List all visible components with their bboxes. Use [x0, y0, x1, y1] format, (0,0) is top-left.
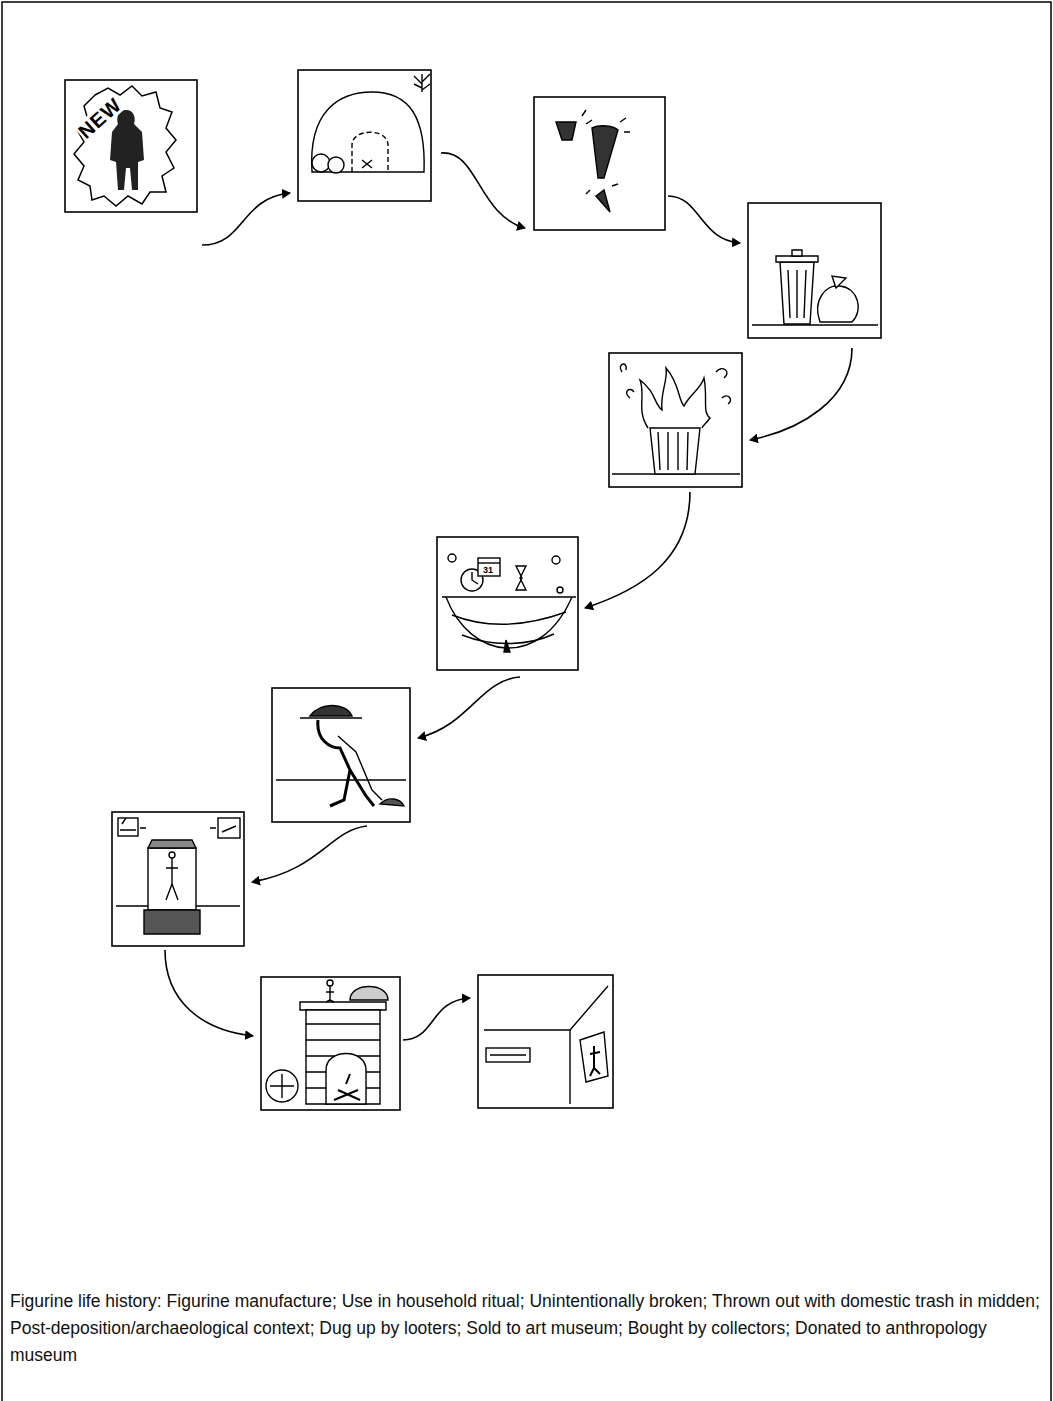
panel-frames: [65, 70, 881, 1110]
trash-drawing: [752, 250, 878, 325]
deposition-drawing: [442, 554, 576, 652]
museum-display-drawing: [116, 818, 240, 934]
figure-caption: Figurine life history: Figurine manufact…: [10, 1288, 1040, 1369]
collector-fireplace-drawing: [266, 980, 388, 1104]
burning-drawing: [612, 364, 740, 474]
calendar-date: 31: [483, 566, 493, 575]
anthropology-storage-drawing: [484, 986, 608, 1104]
looter-drawing: [276, 706, 406, 807]
new-figurine-drawing: [74, 86, 176, 206]
flow-arrows: [165, 153, 852, 1040]
household-drawing: [312, 74, 430, 173]
broken-figurine-drawing: [556, 110, 630, 212]
